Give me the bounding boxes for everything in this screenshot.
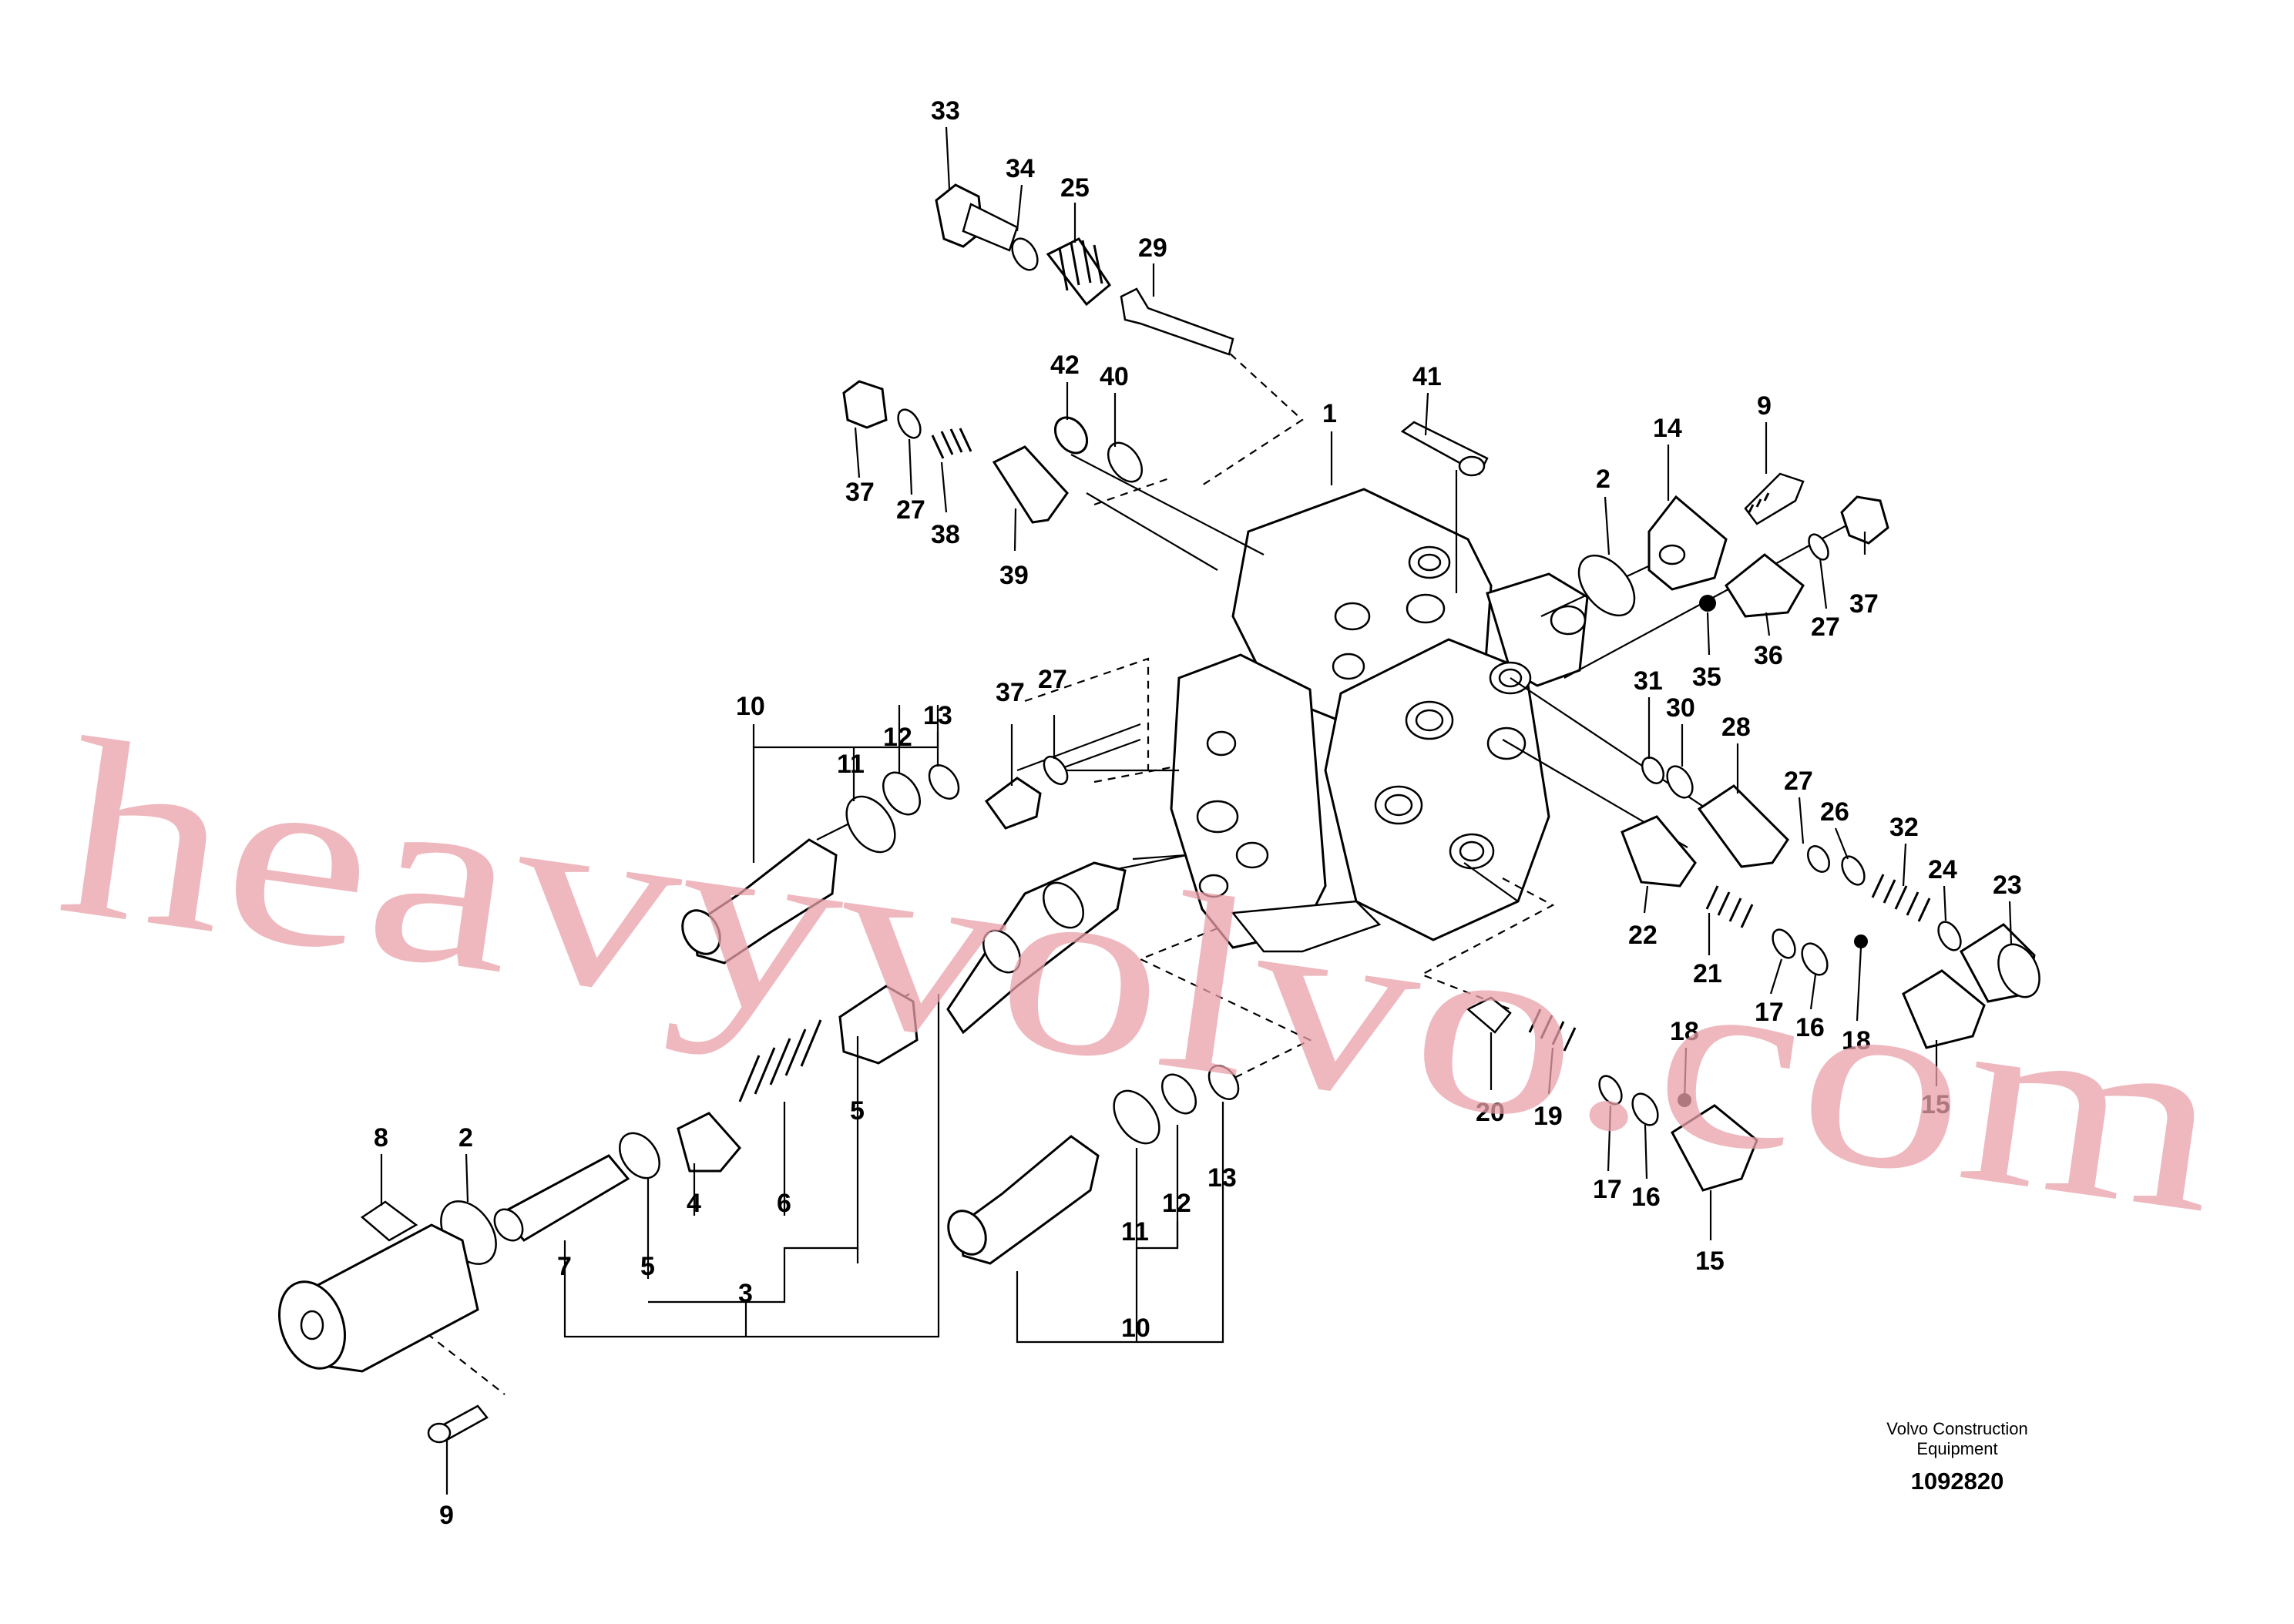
callout-12: 12: [883, 723, 912, 752]
callout-27: 27: [1784, 767, 1813, 796]
callout-11: 11: [1121, 1217, 1149, 1247]
callout-5: 5: [640, 1252, 655, 1281]
callout-19: 19: [1533, 1102, 1563, 1131]
callout-18: 18: [1670, 1017, 1699, 1046]
callout-12: 12: [1162, 1189, 1191, 1218]
callout-3: 3: [738, 1279, 753, 1308]
callout-10: 10: [736, 692, 765, 721]
document-number: 1092820: [1911, 1468, 2004, 1495]
callout-41: 41: [1412, 362, 1442, 391]
callout-18: 18: [1842, 1026, 1871, 1055]
dashed-leader-lines: [415, 334, 1555, 1395]
callout-30: 30: [1666, 693, 1695, 723]
callout-40: 40: [1100, 362, 1129, 391]
indicator-dot: [1699, 595, 1716, 612]
callout-29: 29: [1138, 233, 1167, 263]
callout-8: 8: [374, 1123, 388, 1153]
callout-34: 34: [1006, 154, 1035, 183]
callout-28: 28: [1721, 713, 1751, 742]
callout-17: 17: [1755, 998, 1784, 1027]
callout-16: 16: [1631, 1183, 1661, 1212]
callout-24: 24: [1928, 855, 1957, 884]
left-cartridge-group: [681, 755, 1069, 965]
callout-9: 9: [439, 1501, 454, 1530]
callout-27: 27: [1811, 612, 1840, 642]
callout-27: 27: [896, 495, 925, 525]
callout-22: 22: [1628, 921, 1658, 950]
callout-6: 6: [777, 1189, 791, 1218]
callout-39: 39: [999, 561, 1029, 590]
callout-37: 37: [845, 478, 875, 507]
callout-42: 42: [1050, 351, 1080, 380]
callout-36: 36: [1754, 641, 1783, 670]
callout-2: 2: [458, 1123, 473, 1153]
indicator-dot: [1854, 934, 1868, 948]
callout-5: 5: [850, 1096, 865, 1126]
callout-35: 35: [1692, 663, 1721, 692]
callout-25: 25: [1060, 173, 1090, 203]
callout-7: 7: [557, 1252, 572, 1281]
callout-16: 16: [1795, 1013, 1825, 1042]
title-block: Volvo Construction Equipment 1092820: [1886, 1419, 2027, 1495]
callout-1: 1: [1322, 399, 1337, 428]
callout-37: 37: [1849, 589, 1879, 619]
right-lower-group: [1466, 757, 2040, 1192]
callout-9: 9: [1757, 391, 1772, 421]
spool-group: [277, 861, 1127, 1444]
callout-33: 33: [931, 96, 960, 126]
callout-38: 38: [931, 520, 960, 549]
callout-23: 23: [1993, 871, 2022, 900]
brand-line-2: Equipment: [1916, 1439, 1997, 1458]
callout-2: 2: [1596, 465, 1611, 494]
upper-right-group: [1577, 472, 1889, 618]
callout-37: 37: [996, 678, 1025, 707]
callout-13: 13: [923, 701, 952, 730]
valve-body: [1170, 488, 1589, 953]
bottom-cartridge-group: [947, 1065, 1240, 1265]
brand-line-1: Volvo Construction: [1886, 1419, 2027, 1438]
callout-31: 31: [1634, 666, 1663, 696]
callout-32: 32: [1889, 813, 1919, 842]
callout-15: 15: [1921, 1090, 1950, 1119]
callout-numbers: 33 34 25 29 42 40 41 1 37 27 38 39 2 14 …: [374, 96, 2022, 1530]
callout-11: 11: [837, 750, 865, 779]
callout-26: 26: [1820, 797, 1849, 827]
callout-4: 4: [687, 1189, 701, 1218]
callout-15: 15: [1695, 1247, 1725, 1276]
callout-leaders: [380, 126, 2013, 1495]
callout-14: 14: [1653, 414, 1682, 443]
callout-21: 21: [1693, 959, 1722, 988]
callout-27: 27: [1038, 665, 1067, 694]
callout-20: 20: [1476, 1098, 1505, 1127]
callout-10: 10: [1121, 1314, 1150, 1343]
top-valve-group: [935, 183, 1234, 356]
callout-13: 13: [1207, 1163, 1237, 1193]
callout-17: 17: [1593, 1175, 1622, 1204]
upper-left-group: [842, 380, 1489, 524]
